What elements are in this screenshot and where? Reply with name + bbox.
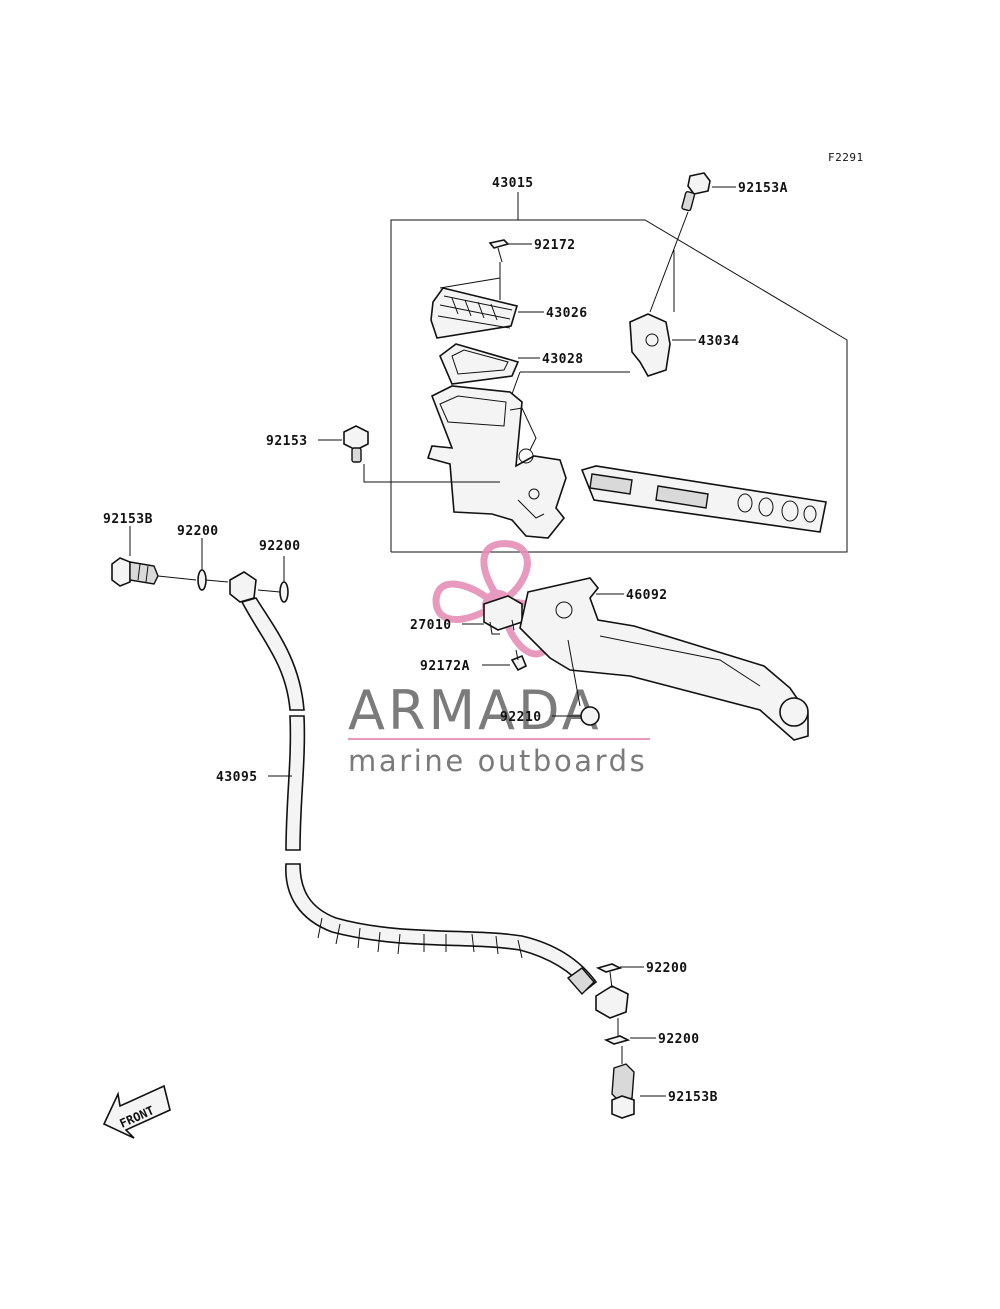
switch-27010[interactable] bbox=[483, 595, 523, 635]
callout-92200-b[interactable]: 92200 bbox=[259, 539, 301, 554]
clamp-43034[interactable] bbox=[511, 313, 671, 395]
armada-watermark: ARMADA marine outboards bbox=[348, 540, 650, 778]
callout-46092[interactable]: 46092 bbox=[626, 588, 668, 603]
callout-92153a[interactable]: 92153A bbox=[738, 181, 788, 196]
diaphragm-43028[interactable] bbox=[439, 343, 520, 385]
callout-43026[interactable]: 43026 bbox=[546, 306, 588, 321]
callout-43034[interactable]: 43034 bbox=[698, 334, 740, 349]
banjo-bolt-92153b-bottom[interactable] bbox=[611, 1046, 635, 1119]
callout-27010[interactable]: 27010 bbox=[410, 618, 452, 633]
bleeder-screw-92153a[interactable] bbox=[649, 172, 711, 313]
watermark-rule bbox=[348, 738, 650, 740]
washer-92200-a[interactable] bbox=[197, 569, 229, 591]
washer-92200-d[interactable] bbox=[603, 1018, 631, 1045]
bleeder-92153[interactable] bbox=[343, 425, 500, 483]
callout-43095[interactable]: 43095 bbox=[216, 770, 258, 785]
callout-92153[interactable]: 92153 bbox=[266, 434, 308, 449]
callout-92210[interactable]: 92210 bbox=[500, 710, 542, 725]
screw-92172[interactable] bbox=[488, 239, 510, 300]
watermark-tagline: marine outboards bbox=[348, 744, 647, 778]
washer-92200-c[interactable] bbox=[595, 963, 623, 989]
piston-kit[interactable] bbox=[580, 465, 827, 533]
figure-ref: F2291 bbox=[828, 151, 864, 164]
callout-92153b-top[interactable]: 92153B bbox=[103, 512, 153, 527]
reservoir-cap-43026[interactable] bbox=[430, 277, 519, 339]
banjo-bolt-92153b-top[interactable] bbox=[111, 557, 197, 587]
callout-92172a[interactable]: 92172A bbox=[420, 659, 470, 674]
watermark-brand: ARMADA bbox=[348, 679, 602, 742]
callout-92172[interactable]: 92172 bbox=[534, 238, 576, 253]
callout-43028[interactable]: 43028 bbox=[542, 352, 584, 367]
clutch-lever-46092[interactable] bbox=[519, 577, 809, 741]
front-arrow: FRONT bbox=[102, 1084, 171, 1139]
callout-92153b-bottom[interactable]: 92153B bbox=[668, 1090, 718, 1105]
callout-92200-c[interactable]: 92200 bbox=[646, 961, 688, 976]
washer-92200-b[interactable] bbox=[257, 581, 289, 603]
pivot-bolt-92210[interactable] bbox=[567, 639, 600, 726]
screw-92172a[interactable] bbox=[510, 649, 528, 672]
callout-43015[interactable]: 43015 bbox=[492, 176, 534, 191]
assembly-bracket-43015 bbox=[390, 192, 848, 553]
callout-92200-d[interactable]: 92200 bbox=[658, 1032, 700, 1047]
callout-92200-a[interactable]: 92200 bbox=[177, 524, 219, 539]
master-cylinder-body[interactable] bbox=[426, 385, 567, 539]
